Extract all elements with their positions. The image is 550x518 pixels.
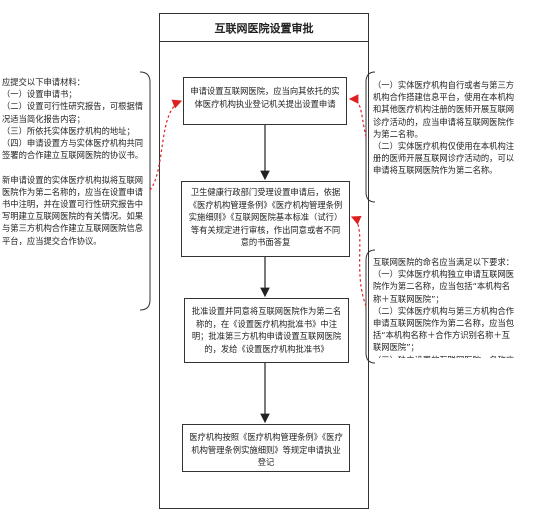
connector-right-note-1-to-step-1	[348, 94, 367, 138]
flowchart-frame: 互联网医院设置审批	[159, 13, 369, 509]
right-note-naming: 互联网医院的命名应当满足以下要求： （一）实体医疗机构独立申请互联网医院作为第二…	[373, 257, 515, 358]
diagram-title: 互联网医院设置审批	[160, 14, 368, 42]
step-2-review: 卫生健康行政部门受理设置申请后，依据《医疗机构管理条例》《医疗机构管理条例实施细…	[181, 181, 350, 257]
connector-right-note-2-to-step-2	[350, 215, 367, 307]
step-4-register: 医疗机构按照《医疗机构管理条例》《医疗机构管理条例实施细则》等规定申请执业登记	[182, 424, 350, 472]
right-note-second-name: （一）实体医疗机构自行或者与第三方机构合作搭建信息平台，使用在本机构和其他医疗机…	[373, 80, 515, 176]
connector-left-note-to-step-1	[149, 99, 183, 191]
left-note-materials: 应提交以下申请材料： （一）设置申请书； （二）设置可行性研究报告，可根据情况适…	[2, 77, 144, 246]
step-3-approve: 批准设置并同意将互联网医院作为第二名称的，在《设置医疗机构批准书》中注明；批准第…	[184, 298, 349, 363]
right-note-1-bracket	[365, 71, 376, 203]
step-1-apply: 申请设置互联网医院，应当向其依托的实体医疗机构执业登记机关提出设置申请	[183, 77, 347, 125]
left-note-bracket	[139, 71, 151, 311]
right-note-2-bracket	[365, 249, 376, 364]
